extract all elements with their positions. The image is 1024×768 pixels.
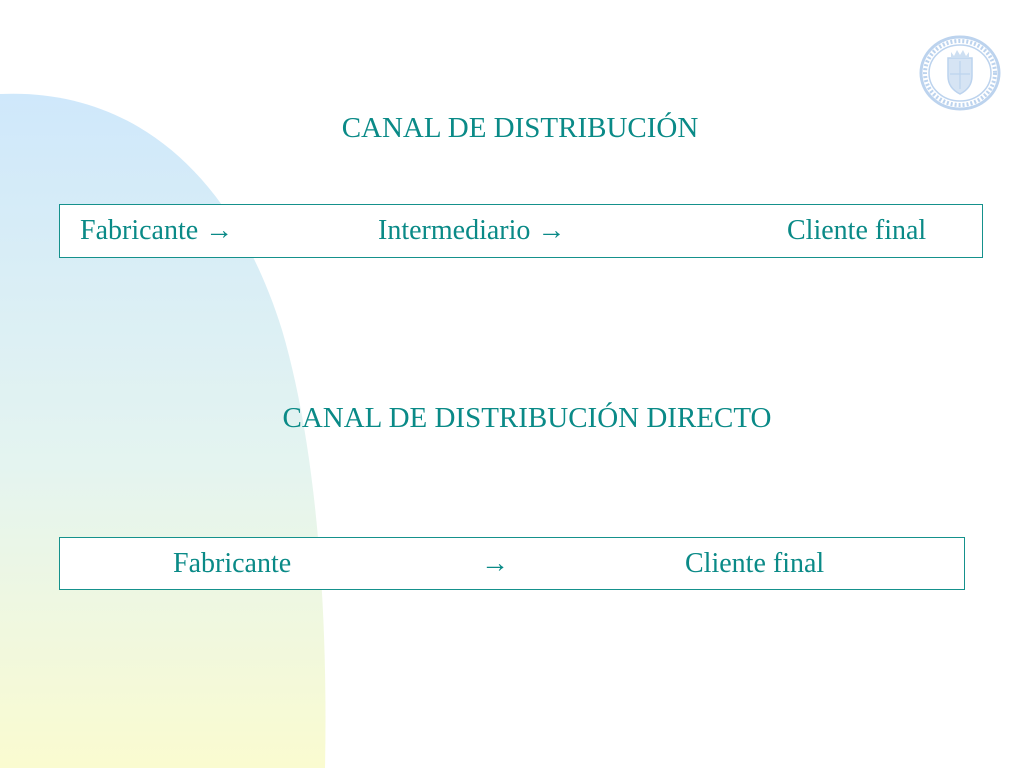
right-arrow-icon: → xyxy=(205,215,234,246)
slide-title: CANAL DE DISTRIBUCIÓN xyxy=(341,112,699,144)
right-arrow-icon: → xyxy=(481,548,509,579)
indirect-channel-box: Fabricante → Intermediario → Cliente fin… xyxy=(59,204,983,258)
direct-channel-title: CANAL DE DISTRIBUCIÓN DIRECTO xyxy=(282,402,772,434)
indirect-step-intermediary: Intermediario → xyxy=(378,214,565,248)
right-arrow-icon: → xyxy=(537,215,566,246)
indirect-step-manufacturer: Fabricante → xyxy=(80,214,233,248)
manufacturer-label: Fabricante xyxy=(173,548,292,579)
end-customer-label: Cliente final xyxy=(685,548,825,579)
university-seal-icon xyxy=(919,35,1001,111)
manufacturer-label: Fabricante xyxy=(80,215,199,246)
end-customer-label: Cliente final xyxy=(787,215,927,246)
intermediary-label: Intermediario xyxy=(378,215,531,246)
direct-channel-box: Fabricante → Cliente final xyxy=(59,537,965,590)
